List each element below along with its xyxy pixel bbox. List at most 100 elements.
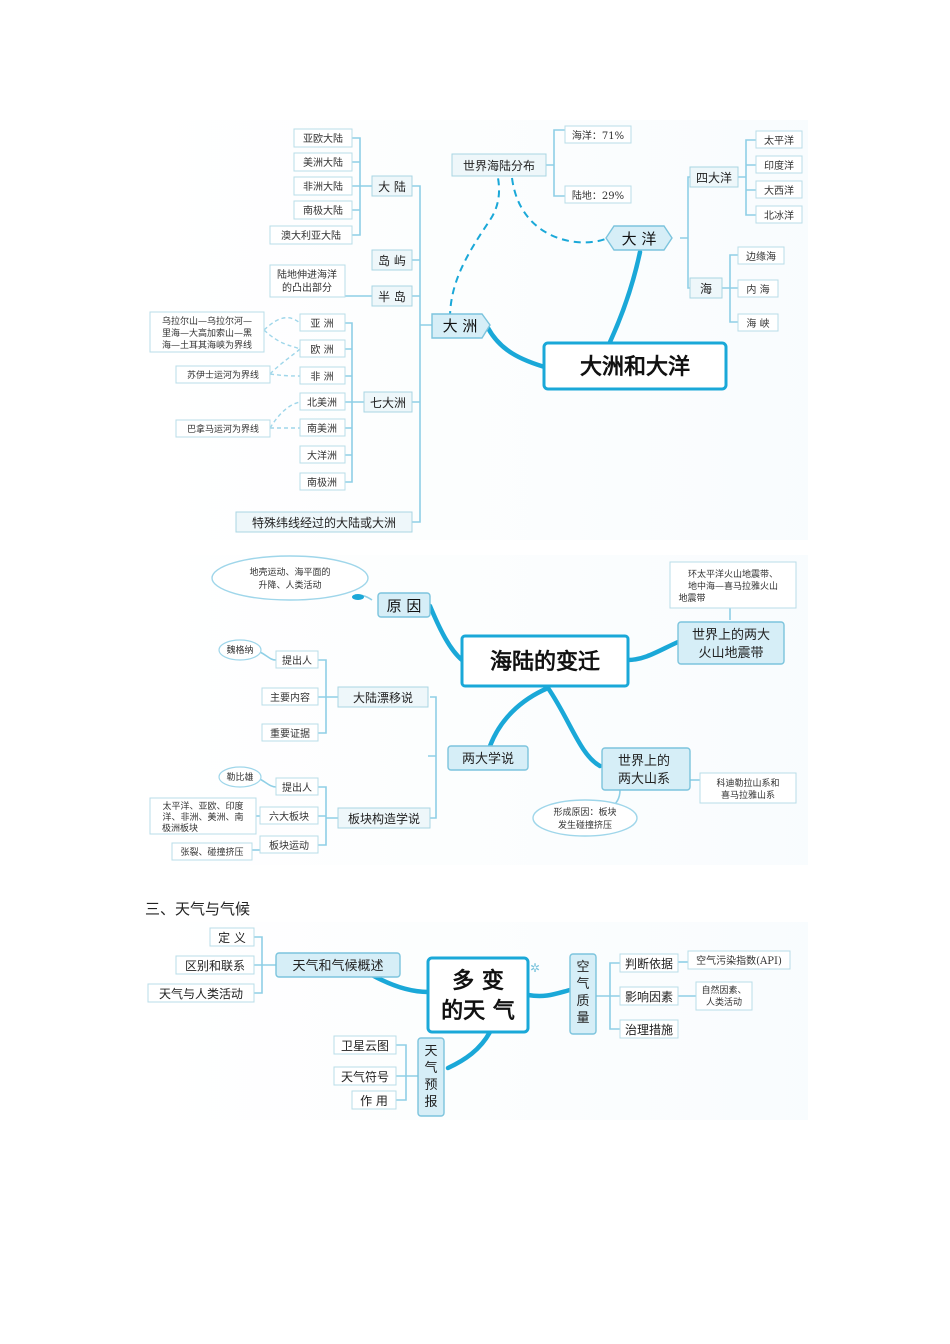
dalu-items: 亚欧大陆 美洲大陆 非洲大陆 南极大陆 澳大利亚大陆 <box>269 128 353 245</box>
volcano-note-line2: 地中海—喜马拉雅火山 <box>688 580 778 592</box>
ocean-item-3: 北冰洋 <box>764 209 794 222</box>
dalu-item-4: 澳大利亚大陆 <box>281 229 341 242</box>
drift-item-2: 重要证据 <box>270 727 310 740</box>
air-label-1: 气 <box>576 976 589 992</box>
bandao-note-line1: 陆地伸进海洋 <box>277 268 337 281</box>
map-land-sea-change: 地壳运动、海平面的 升降、人类活动 原 因 环太平洋火山地震带、 地中海—喜马拉… <box>148 555 808 865</box>
plate-item-1: 六大板块 <box>269 810 309 823</box>
cause-note-line2: 升降、人类活动 <box>258 579 321 591</box>
forecast-label-1: 气 <box>424 1060 437 1076</box>
air-factors-line2: 人类活动 <box>706 996 742 1008</box>
volcano-note-line3: 地震带 <box>678 592 705 604</box>
overview-node: 天气和气候概述 <box>292 958 383 974</box>
asia-europe-note-line3: 海—土耳其海峡为界线 <box>162 339 252 351</box>
mountains-note-line1: 科迪勒拉山系和 <box>716 777 779 789</box>
forecast-item-1: 天气符号 <box>341 1069 389 1084</box>
bandao-node: 半 岛 <box>378 289 406 304</box>
dalu-item-3: 南极大陆 <box>303 204 343 217</box>
volcano-note-line1: 环太平洋火山地震带、 <box>688 568 778 580</box>
cause-note-line1: 地壳运动、海平面的 <box>249 566 330 578</box>
ocean-percent: 海洋：71% <box>572 129 624 142</box>
sparkle-icon: ✲ <box>530 961 540 975</box>
map2-center: 海陆的变迁 <box>490 649 600 675</box>
dalu-item-1: 美洲大陆 <box>303 156 343 169</box>
map1-center: 大洲和大洋 <box>580 354 690 380</box>
forecast-label-2: 预 <box>424 1078 437 1093</box>
map-weather: 定 义 区别和联系 天气与人类活动 天气和气候概述 多 变 的天 气 ✲ 空 气… <box>147 922 808 1120</box>
asia-europe-note-line2: 里海—大高加索山—黑 <box>162 327 252 339</box>
mountains-cause-line2: 发生碰撞挤压 <box>558 819 612 831</box>
forecast-label-0: 天 <box>424 1044 437 1059</box>
mountains-note-line2: 喜马拉雅山系 <box>721 789 775 801</box>
daoyu-node: 岛 屿 <box>378 253 406 268</box>
forecast-item-0: 卫星云图 <box>341 1039 389 1053</box>
qi-item-0: 亚 洲 <box>310 318 333 330</box>
dalu-item-2: 非洲大陆 <box>303 180 343 193</box>
qi-item-4: 南美洲 <box>307 422 337 435</box>
plate-item-0: 提出人 <box>282 781 312 794</box>
continent-node: 大 洲 <box>443 317 478 335</box>
forecast-item-2: 作 用 <box>360 1094 388 1108</box>
overview-item-2: 天气与人类活动 <box>159 986 243 1001</box>
overview-item-0: 定 义 <box>218 930 246 945</box>
mountains-node-line1: 世界上的 <box>618 753 670 769</box>
land-percent: 陆地：29% <box>572 189 624 202</box>
sea-node: 海 <box>700 281 712 296</box>
plate-node: 板块构造学说 <box>348 811 420 826</box>
air-label-2: 质 <box>576 994 589 1009</box>
special-node: 特殊纬线经过的大陆或大洲 <box>252 515 396 530</box>
plates-note-line2: 洋、非洲、美洲、南 <box>162 811 243 823</box>
panama-note: 巴拿马运河为界线 <box>187 423 259 435</box>
plate-item-2: 板块运动 <box>269 839 309 852</box>
plate-proposer: 勒比雄 <box>226 771 253 783</box>
map3-center-line2: 的天 气 <box>441 998 515 1024</box>
air-item-1: 影响因素 <box>625 989 673 1004</box>
distribution-node: 世界海陆分布 <box>463 158 535 173</box>
sea-item-2: 海 峡 <box>746 317 769 330</box>
overview-item-1: 区别和联系 <box>185 959 245 973</box>
ocean-item-2: 大西洋 <box>764 184 794 197</box>
mountains-cause-line1: 形成原因：板块 <box>553 806 616 818</box>
forecast-label-3: 报 <box>424 1095 437 1110</box>
cause-node: 原 因 <box>387 597 422 615</box>
air-item-0: 判断依据 <box>625 956 673 971</box>
air-api-note: 空气污染指数(API) <box>696 954 782 967</box>
plates-note-line1: 太平洋、亚欧、印度 <box>162 800 243 812</box>
air-label-3: 量 <box>576 1011 589 1026</box>
four-oceans-items: 太平洋 印度洋 大西洋 北冰洋 <box>755 130 803 224</box>
drift-node: 大陆漂移说 <box>353 690 413 705</box>
plate-motion-note: 张裂、碰撞挤压 <box>180 846 243 858</box>
qi-item-1: 欧 洲 <box>310 344 333 356</box>
qi-item-5: 大洋洲 <box>307 449 337 462</box>
drift-item-0: 提出人 <box>282 654 312 667</box>
qi-node: 七大洲 <box>370 396 406 410</box>
ocean-item-0: 太平洋 <box>764 134 794 147</box>
plates-note-line3: 极洲板块 <box>162 822 198 834</box>
sea-item-1: 内 海 <box>746 283 769 296</box>
air-factors-line1: 自然因素、 <box>701 984 746 996</box>
sea-items: 边缘海 内 海 海 峡 <box>737 246 785 332</box>
theories-node: 两大学说 <box>462 751 514 767</box>
qi-items: 亚 洲 欧 洲 非 洲 北美洲 南美洲 大洋洲 南极洲 <box>299 313 346 491</box>
section-heading: 三、天气与气候 <box>145 900 251 918</box>
map-continents-oceans: 亚欧大陆 美洲大陆 非洲大陆 南极大陆 澳大利亚大陆 大 陆 岛 屿 陆地伸进海… <box>148 120 808 540</box>
drift-proposer: 魏格纳 <box>226 644 253 656</box>
qi-item-3: 北美洲 <box>307 396 337 409</box>
dalu-node: 大 陆 <box>378 179 406 194</box>
mountains-node-line2: 两大山系 <box>618 772 670 787</box>
sea-item-0: 边缘海 <box>746 250 776 263</box>
dalu-item-0: 亚欧大陆 <box>303 132 343 145</box>
qi-item-2: 非 洲 <box>310 371 333 383</box>
map3-center-line1: 多 变 <box>452 968 504 994</box>
asia-europe-note-line1: 乌拉尔山—乌拉尔河— <box>162 315 252 327</box>
volcano-node-line1: 世界上的两大 <box>692 627 770 643</box>
drift-item-1: 主要内容 <box>270 691 310 704</box>
four-oceans-node: 四大洋 <box>696 170 732 185</box>
air-item-2: 治理措施 <box>625 1023 673 1037</box>
ocean-node: 大 洋 <box>622 230 657 248</box>
ocean-item-1: 印度洋 <box>764 159 794 172</box>
air-label-0: 空 <box>576 960 589 975</box>
qi-item-6: 南极洲 <box>307 476 337 489</box>
volcano-node-line2: 火山地震带 <box>698 646 763 661</box>
